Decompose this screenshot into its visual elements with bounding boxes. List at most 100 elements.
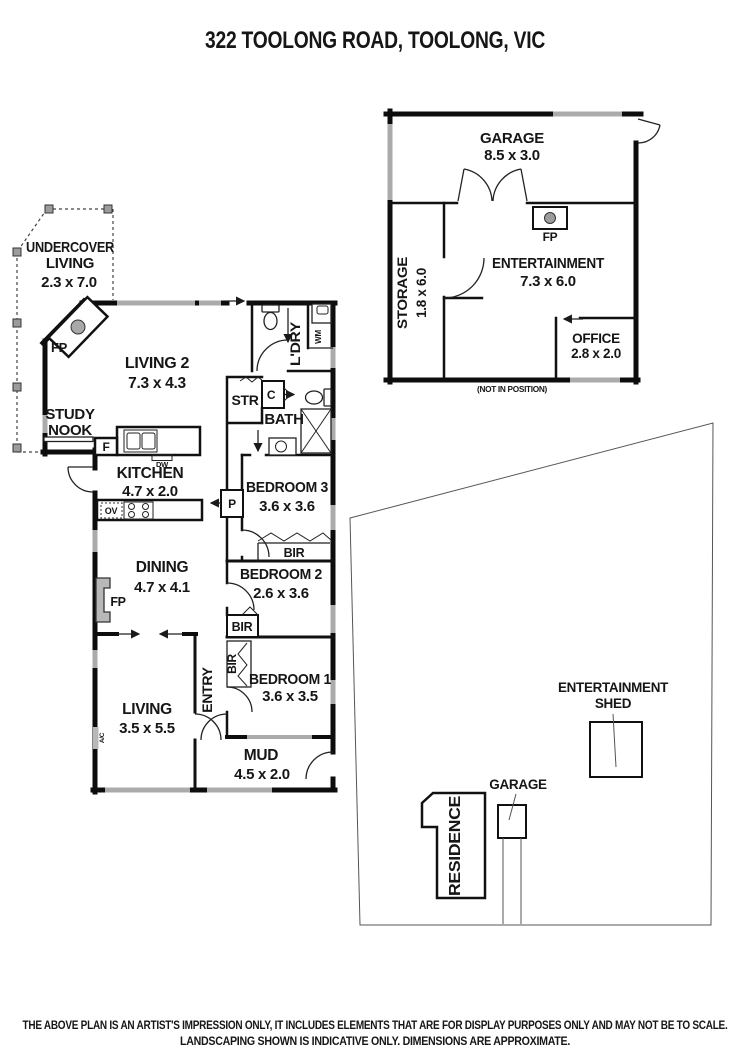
bir-label: BIR [232, 620, 253, 634]
room-label-study-2: NOOK [48, 422, 92, 439]
room-label-kitchen: KITCHEN [117, 465, 184, 482]
fireplace-icon [46, 295, 110, 359]
room-dims-dining: 4.7 x 4.1 [134, 579, 190, 596]
door-leaf [457, 168, 465, 202]
door-swing-arc [637, 124, 661, 144]
site-plan: ENTERTAINMENT SHED GARAGE RESIDENCE [349, 422, 714, 926]
shower-icon [300, 408, 332, 454]
disclaimer: THE ABOVE PLAN IS AN ARTIST'S IMPRESSION… [23, 1020, 728, 1048]
room-label-dining: DINING [136, 559, 189, 576]
fridge-label: F [102, 440, 109, 454]
toilet-icon [304, 388, 332, 407]
bir-bed3 [257, 532, 332, 561]
wall-store [225, 375, 264, 492]
air-conditioner-icon [93, 727, 99, 749]
toilet-icon [261, 304, 280, 331]
door-swing-arc [241, 529, 270, 558]
leader-line [508, 793, 517, 821]
site-boundary [349, 422, 714, 926]
room-label-storage: STORAGE [394, 257, 410, 329]
house-plan: UNDERCOVER LIVING 2.3 x 7.0 FP LIVING 2 … [12, 204, 338, 795]
oven-label: OV [105, 506, 118, 516]
room-dims-bedroom3: 3.6 x 3.6 [259, 498, 315, 515]
ac-label: A/C [99, 732, 106, 743]
room-dims-living2: 7.3 x 4.3 [128, 375, 186, 392]
room-dims-mud: 4.5 x 2.0 [234, 766, 290, 783]
door-swing-arc [200, 713, 228, 741]
disclaimer-line-1: THE ABOVE PLAN IS AN ARTIST'S IMPRESSION… [23, 1020, 728, 1032]
vanity-icon [268, 437, 297, 456]
oven-icon [100, 502, 123, 519]
verandah-post-icon [12, 204, 113, 453]
fireplace-icon [95, 577, 111, 623]
undercover-outline [16, 208, 114, 453]
room-dims-storage: 1.8 x 6.0 [414, 268, 429, 318]
site-residence [420, 791, 487, 900]
fireplace-label: FP [110, 595, 125, 609]
disclaimer-line-2: LANDSCAPING SHOWN IS INDICATIVE ONLY. DI… [180, 1036, 570, 1048]
fireplace-icon [532, 206, 568, 230]
room-label-store: STR [231, 392, 258, 408]
room-label-bedroom3: BEDROOM 3 [246, 479, 328, 496]
room-label-undercover-1: UNDERCOVER [26, 239, 114, 256]
fireplace-label: FP [51, 340, 68, 355]
room-label-office: OFFICE [572, 331, 620, 346]
site-label-shed-1: ENTERTAINMENT [558, 680, 669, 695]
driveway [502, 838, 522, 924]
room-dims-garage-shed: 8.5 x 3.0 [484, 147, 540, 164]
door-leaf [637, 118, 661, 126]
room-dims-entertainment: 7.3 x 6.0 [520, 273, 576, 290]
room-label-study-1: STUDY [45, 406, 95, 423]
cupboard-label: C [267, 388, 276, 402]
wm-label: WM [314, 330, 323, 344]
kitchen-bench [95, 498, 204, 522]
door-swing-arc [443, 257, 485, 299]
study-desk [43, 436, 94, 443]
room-dims-kitchen: 4.7 x 2.0 [122, 483, 178, 500]
room-label-laundry: L'DRY [287, 321, 303, 366]
door-swing-arc [492, 168, 522, 202]
room-dims-undercover: 2.3 x 7.0 [41, 274, 97, 291]
not-in-position-note: (NOT IN POSITION) [477, 385, 548, 394]
door-swing-arc [256, 339, 289, 372]
room-label-entertainment: ENTERTAINMENT [492, 255, 604, 272]
leader-line [612, 713, 617, 768]
door-swing-arc [463, 168, 493, 202]
room-label-bedroom2: BEDROOM 2 [240, 566, 322, 583]
door-swing-arc [226, 686, 253, 713]
bir-bed2 [226, 606, 259, 638]
fridge-space [93, 436, 119, 457]
stove-icon [123, 501, 154, 520]
room-label-mud: MUD [244, 747, 279, 764]
dishwasher-label: DW [156, 460, 169, 469]
outbuilding-plan: GARAGE 8.5 x 3.0 ENTERTAINMENT 7.3 x 6.0… [383, 108, 661, 394]
kitchen-island [115, 425, 202, 461]
cupboard-c [261, 380, 296, 409]
door-swing-arc [226, 582, 255, 611]
bir-label: BIR [284, 546, 305, 560]
door-swing-arc [67, 466, 94, 493]
room-label-garage-shed: GARAGE [480, 130, 544, 147]
room-label-living: LIVING [122, 701, 172, 718]
room-dims-bedroom2: 2.6 x 3.6 [253, 585, 309, 602]
room-label-living2: LIVING 2 [125, 355, 190, 372]
door-swing-arc [194, 713, 222, 741]
site-entertainment-shed [589, 721, 643, 778]
room-dims-office: 2.8 x 2.0 [571, 346, 621, 361]
room-dims-bedroom1: 3.6 x 3.5 [262, 688, 318, 705]
cupboard-p [209, 489, 244, 518]
site-label-garage: GARAGE [489, 777, 547, 792]
site-label-residence: RESIDENCE [447, 795, 464, 896]
bir-bed1 [226, 640, 252, 688]
room-label-bath: BATH [264, 411, 303, 428]
fireplace-label: FP [543, 230, 558, 244]
door-leaf [520, 168, 528, 202]
page-title: 322 TOOLONG ROAD, TOOLONG, VIC [205, 27, 545, 54]
room-label-undercover-2: LIVING [46, 255, 94, 272]
washing-machine-icon [311, 303, 332, 324]
pantry-label: P [228, 497, 236, 511]
room-dims-living: 3.5 x 5.5 [119, 720, 175, 737]
dishwasher-icon [151, 454, 173, 461]
